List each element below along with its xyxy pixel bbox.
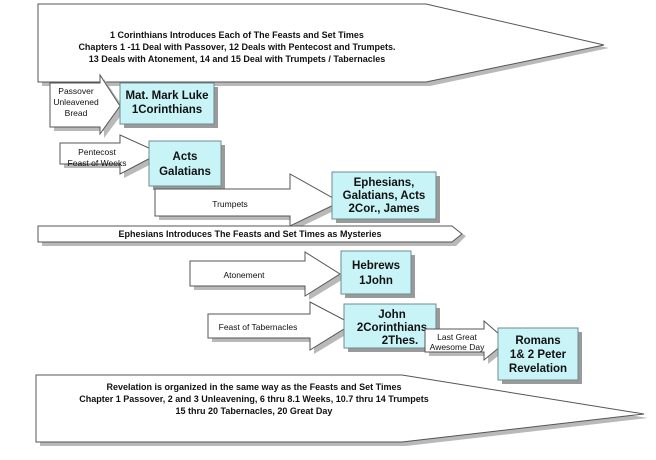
passover-label-line-2: Unleavened [53, 97, 99, 107]
passover-arrow: Passover Unleavened Bread [49, 73, 125, 138]
top-banner-line-2: Chapters 1 -11 Deal with Passover, 12 De… [78, 42, 395, 52]
passover-books-line-2: 1Corinthians [132, 104, 202, 116]
last-great-day-arrow: Last Great Awesome Day [424, 319, 512, 364]
tabernacles-arrow: Feast of Tabernacles [207, 301, 357, 354]
trumpets-arrow: Trumpets [154, 173, 344, 230]
tabernacles-label: Feast of Tabernacles [219, 322, 298, 332]
atonement-label: Atonement [223, 270, 265, 280]
tabernacles-books-box: John 2Corinthians 2Thes. [343, 303, 440, 352]
passover-books-line-1: Mat. Mark Luke [125, 90, 208, 102]
atonement-books-line-1: Hebrews [352, 260, 400, 272]
pentecost-books-box: Acts Galatians [148, 140, 225, 190]
trumpets-books-box: Ephesians, Galatians, Acts 2Cor., James [331, 171, 440, 223]
top-banner-line-1: 1 Corinthians Introduces Each of The Fea… [110, 30, 364, 40]
top-banner-line-3: 13 Deals with Atonement, 14 and 15 Deal … [89, 54, 386, 64]
tabernacles-books-line-3: 2Thes. [382, 335, 418, 347]
atonement-books-line-2: 1John [359, 275, 393, 287]
tabernacles-books-line-1: John [378, 309, 405, 321]
last-great-day-books-line-2: 1& 2 Peter [510, 349, 567, 361]
tabernacles-books-line-2: 2Corinthians [357, 322, 427, 334]
pentecost-books-line-1: Acts [173, 151, 198, 163]
mysteries-banner-arrow: Ephesians Introduces The Feasts and Set … [37, 225, 466, 246]
trumpets-label: Trumpets [212, 199, 248, 209]
last-great-day-label-line-2: Awesome Day [430, 342, 485, 352]
last-great-day-label-line-1: Last Great [437, 332, 477, 342]
bottom-banner-line-3: 15 thru 20 Tabernacles, 20 Great Day [176, 406, 333, 416]
atonement-books-box: Hebrews 1John [340, 250, 415, 298]
atonement-arrow: Atonement [189, 251, 345, 300]
last-great-day-books-box: Romans 1& 2 Peter Revelation [497, 327, 582, 384]
trumpets-books-line-3: 2Cor., James [349, 203, 420, 215]
trumpets-books-line-2: Galatians, Acts [343, 190, 426, 202]
pentecost-books-line-2: Galatians [159, 166, 211, 178]
pentecost-label-line-2: Feast of Weeks [68, 158, 127, 168]
bottom-banner-line-1: Revelation is organized in the same way … [107, 382, 402, 392]
passover-books-box: Mat. Mark Luke 1Corinthians [119, 82, 218, 128]
mysteries-banner-text: Ephesians Introduces The Feasts and Set … [119, 229, 382, 239]
passover-label-line-3: Bread [65, 108, 88, 118]
top-banner-arrow: 1 Corinthians Introduces Each of The Fea… [37, 3, 609, 86]
pentecost-arrow: Pentecost Feast of Weeks [59, 134, 165, 178]
pentecost-label-line-1: Pentecost [78, 147, 116, 157]
last-great-day-books-line-3: Revelation [509, 363, 567, 375]
last-great-day-books-line-1: Romans [515, 335, 560, 347]
passover-label-line-1: Passover [58, 86, 94, 96]
trumpets-books-line-1: Ephesians, [354, 177, 415, 189]
bottom-banner-arrow: Revelation is organized in the same way … [35, 374, 648, 446]
bottom-banner-line-2: Chapter 1 Passover, 2 and 3 Unleavening,… [79, 394, 428, 404]
